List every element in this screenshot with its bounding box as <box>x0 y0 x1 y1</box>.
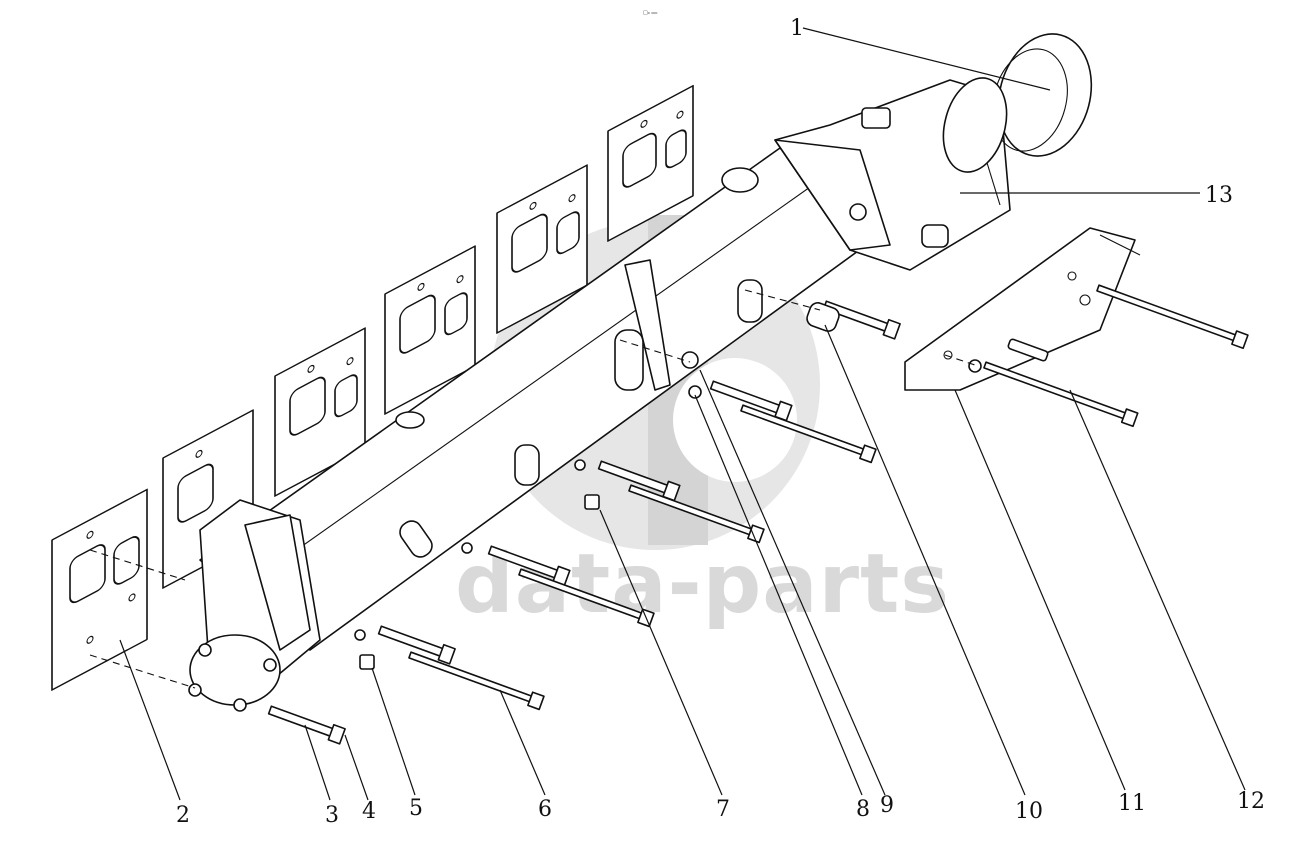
gasket-group <box>51 84 694 691</box>
exhaust-manifold-body <box>188 147 881 712</box>
callout-8: 8 <box>856 797 870 822</box>
leader-lines <box>119 27 1246 801</box>
callout-3: 3 <box>325 803 339 828</box>
callout-10: 10 <box>1015 799 1043 824</box>
callout-5: 5 <box>409 796 423 821</box>
bolt-group <box>267 284 1249 745</box>
callout-13: 13 <box>1205 183 1233 208</box>
alignment-lines <box>89 289 976 689</box>
watermark-text: data-parts <box>455 537 950 632</box>
callout-1: 1 <box>790 16 804 41</box>
callout-4: 4 <box>362 799 376 824</box>
callout-12: 12 <box>1237 789 1265 814</box>
callout-labels: 1 2 3 4 5 6 7 8 9 10 11 12 13 <box>176 16 1265 828</box>
callout-9: 9 <box>880 793 894 818</box>
header-tiny-mark: □₀ ₀₀₀ <box>643 10 657 16</box>
callout-7: 7 <box>716 797 730 822</box>
clamp-ring <box>942 33 1093 173</box>
bracket <box>904 227 1141 391</box>
callout-11: 11 <box>1118 791 1146 816</box>
callout-6: 6 <box>538 797 552 822</box>
callout-2: 2 <box>176 803 190 828</box>
